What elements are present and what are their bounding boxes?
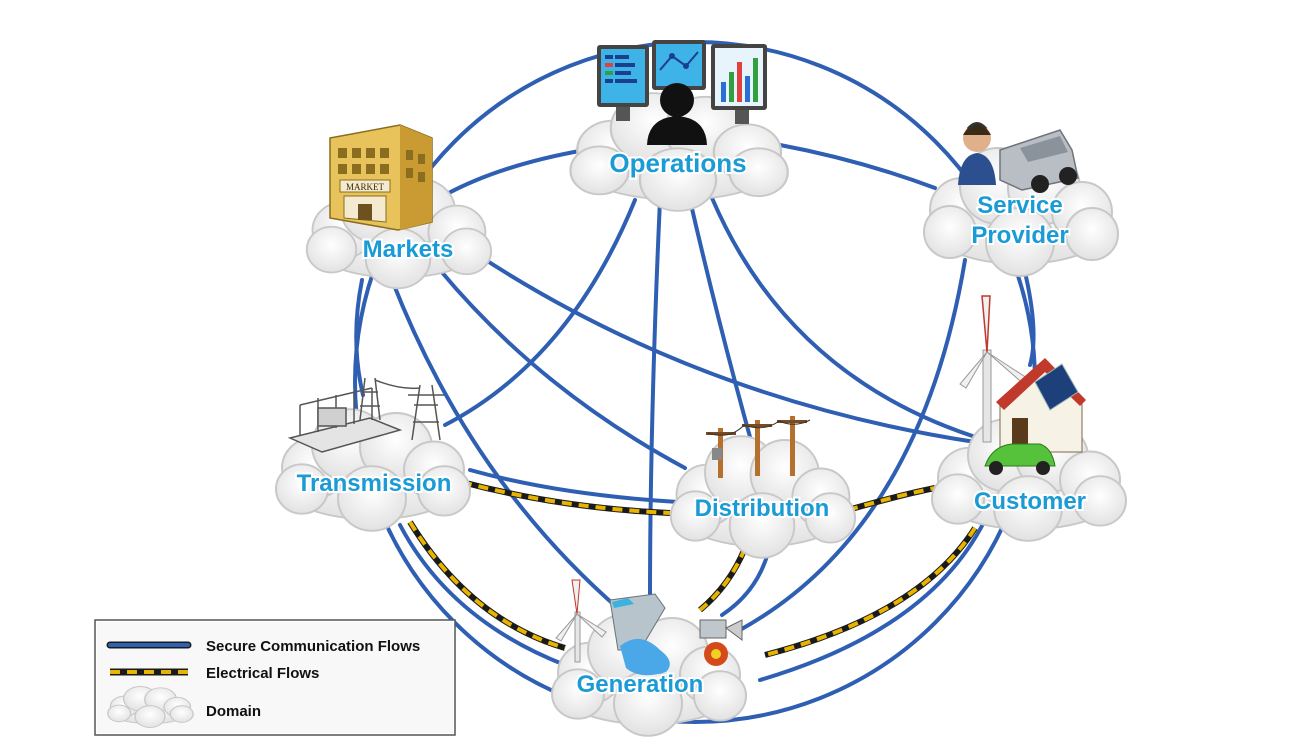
legend-secure-label: Secure Communication Flows bbox=[206, 638, 420, 655]
flow-markets-transmission bbox=[354, 278, 365, 397]
label-service-provider-line2: Provider bbox=[971, 222, 1068, 249]
market-building-icon: MARKET bbox=[329, 124, 433, 231]
domain-markets: MARKET Markets bbox=[305, 124, 493, 290]
domain-operations: Operations bbox=[569, 40, 789, 213]
label-generation: Generation bbox=[577, 671, 704, 698]
flow-operations-transmission bbox=[443, 198, 637, 427]
flow-operations-service-provider bbox=[778, 143, 937, 190]
substation-tower-icon bbox=[287, 377, 444, 453]
power-plant-icon bbox=[555, 579, 743, 676]
electrical-flows bbox=[407, 479, 978, 658]
flow-markets-customer bbox=[476, 253, 977, 444]
label-markets: Markets bbox=[363, 236, 454, 263]
flow-transmission-generation bbox=[398, 523, 567, 667]
legend-domain-label: Domain bbox=[206, 703, 261, 720]
wind-house-car-icon bbox=[959, 295, 1086, 475]
flow-operations-markets bbox=[443, 148, 587, 197]
utility-poles-icon bbox=[706, 416, 811, 478]
domain-transmission: Transmission bbox=[275, 377, 471, 532]
domain-customer: Customer bbox=[931, 295, 1127, 542]
flow-customer-generation bbox=[758, 518, 987, 682]
flow-operations-customer bbox=[710, 196, 987, 442]
label-service-provider-line1: Service bbox=[977, 192, 1062, 219]
flow-operations-distribution bbox=[688, 198, 757, 457]
flow-service-provider-generation bbox=[738, 258, 967, 632]
monitors-operator-icon bbox=[597, 40, 767, 145]
flow-markets-generation bbox=[390, 278, 622, 612]
flow-transmission-distribution bbox=[468, 468, 680, 504]
legend-electrical-label: Electrical Flows bbox=[206, 665, 319, 682]
truck-technician-icon bbox=[958, 122, 1079, 193]
label-transmission: Transmission bbox=[297, 470, 452, 497]
domain-generation: Generation bbox=[551, 579, 747, 737]
label-customer: Customer bbox=[974, 488, 1086, 515]
flow-operations-generation bbox=[648, 198, 662, 602]
domain-distribution: Distribution bbox=[669, 416, 857, 559]
domain-service-provider: Service Provider bbox=[923, 122, 1119, 277]
flow-markets-distribution bbox=[438, 268, 687, 470]
legend: Secure Communication Flows Electrical Fl… bbox=[94, 619, 456, 736]
label-operations: Operations bbox=[609, 148, 746, 178]
market-sign-text: MARKET bbox=[346, 182, 385, 192]
label-distribution: Distribution bbox=[695, 495, 830, 522]
